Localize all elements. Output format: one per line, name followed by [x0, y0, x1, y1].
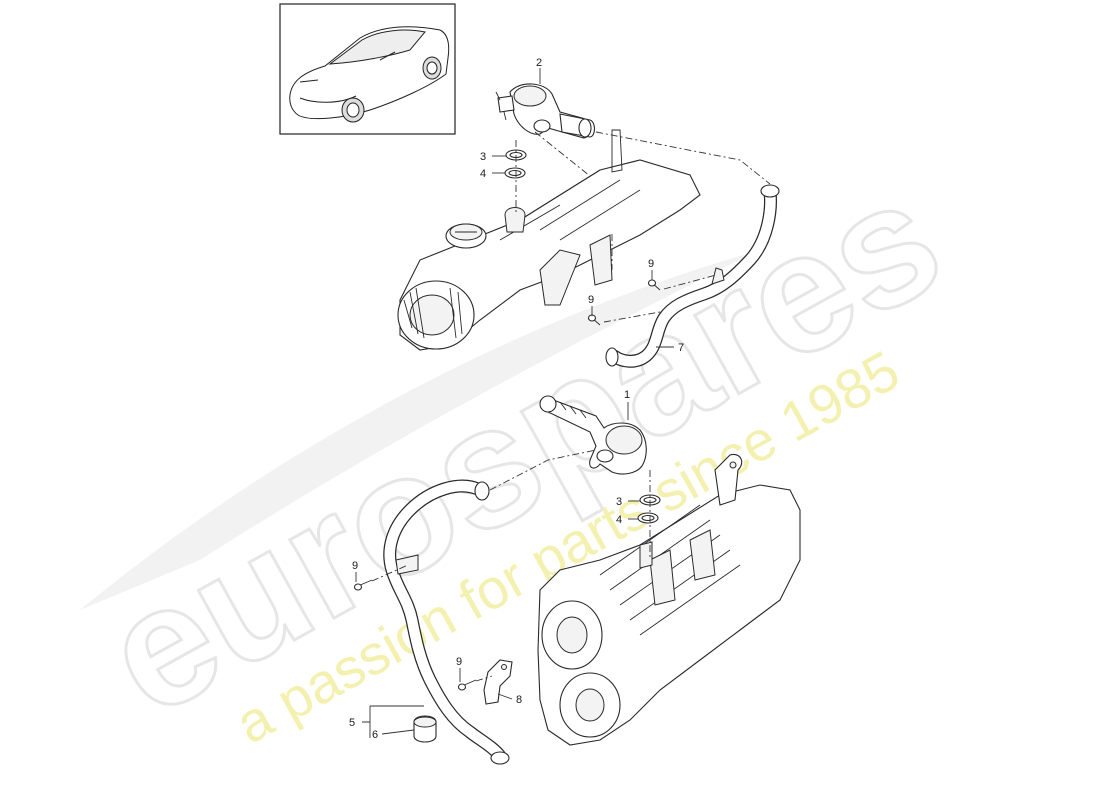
watermark-swoosh	[80, 250, 760, 610]
lower-valve-cover	[537, 453, 801, 746]
vehicle-thumbnail	[279, 3, 456, 135]
callout-3-upper: 3	[480, 151, 486, 163]
vent-hose-upper	[605, 184, 780, 368]
callout-3-lower: 3	[616, 496, 622, 508]
callout-8: 8	[516, 694, 522, 706]
upper-cover-end-flange	[397, 280, 475, 350]
callout-1: 1	[624, 389, 630, 401]
callout-2: 2	[536, 57, 542, 69]
car-icon	[289, 26, 450, 123]
bolt-9-d	[457, 679, 477, 691]
callout-9-a: 9	[648, 258, 654, 270]
callout-9-c: 9	[352, 560, 358, 572]
upper-valve-cover	[397, 129, 701, 351]
callout-leaders	[355, 68, 674, 738]
bolt-9-a	[647, 279, 661, 291]
lower-cover-end-flange-1	[541, 600, 603, 670]
vent-hose-lower	[383, 479, 510, 765]
bolt-9-c	[353, 579, 373, 591]
oil-separator-lower	[539, 395, 647, 475]
oil-separator-upper	[495, 83, 596, 139]
callout-7: 7	[678, 342, 684, 354]
hose-bracket-8	[483, 659, 513, 705]
callout-4-upper: 4	[480, 168, 486, 180]
callout-6: 6	[372, 729, 378, 741]
oil-filler-cap	[445, 223, 487, 249]
callout-5: 5	[349, 717, 355, 729]
lower-cover-end-flange-2	[559, 672, 621, 738]
callout-9-b: 9	[588, 294, 594, 306]
callout-labels: 2 3 4 9 9 7 1 3 4 9 9 8 5 6	[349, 57, 684, 741]
cap-6	[413, 715, 437, 743]
assembly-lines	[371, 131, 771, 682]
callout-9-d: 9	[456, 656, 462, 668]
callout-4-lower: 4	[616, 514, 622, 526]
